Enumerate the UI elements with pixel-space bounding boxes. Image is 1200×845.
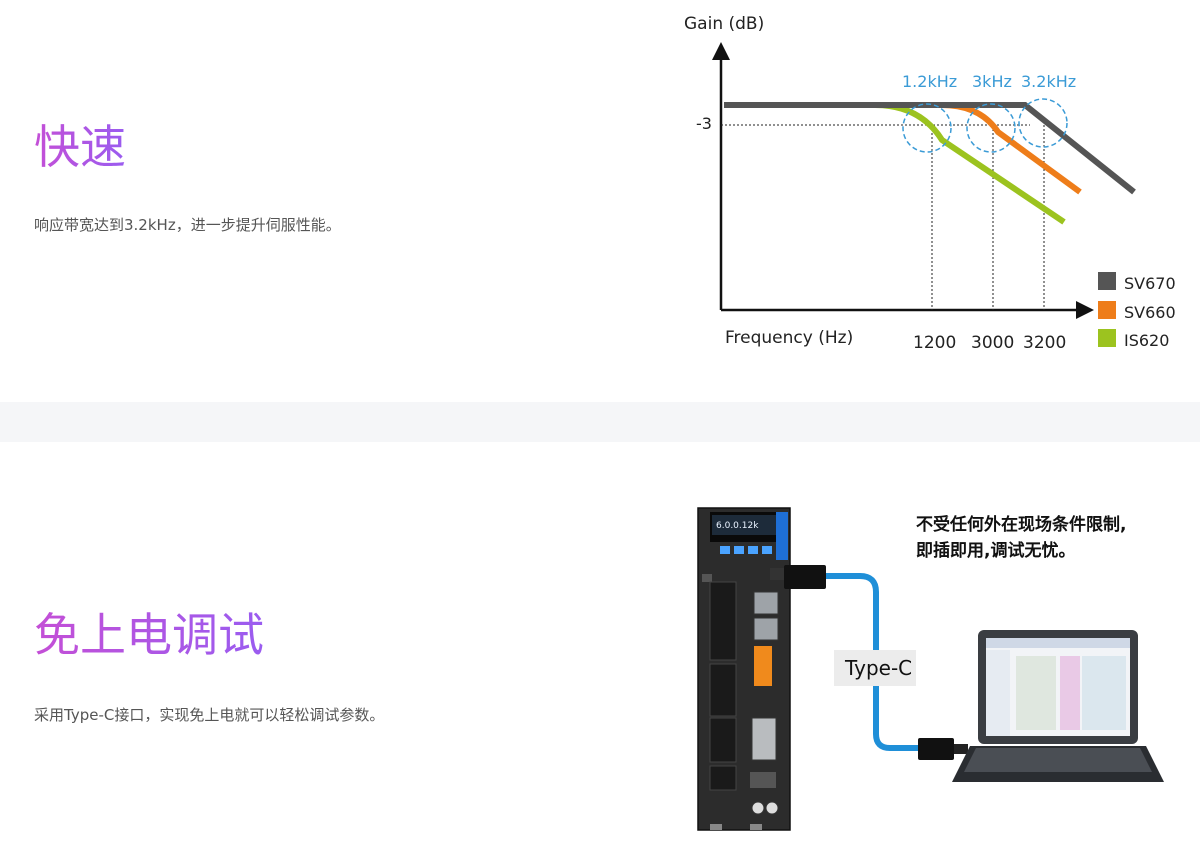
x-axis-label: Frequency (Hz) — [725, 328, 853, 348]
cutoff-circle-3200 — [1018, 98, 1068, 148]
x-tick-label: 3000 — [971, 333, 1014, 353]
typec-label: Type-C — [844, 656, 912, 680]
typec-label-box — [834, 650, 916, 686]
x-axis-arrow — [1076, 301, 1094, 319]
cutoff-circle-3000 — [966, 103, 1016, 153]
legend-label-is620: IS620 — [1124, 331, 1169, 350]
section-divider-band — [0, 402, 1200, 442]
y-axis-label: Gain (dB) — [684, 14, 764, 34]
laptop-image — [952, 630, 1164, 782]
feature-section-debug: 免上电调试 采用Type-C接口，实现免上电就可以轻松调试参数。 6.0.0.1… — [0, 442, 1200, 845]
series-sv660-line — [724, 102, 1082, 195]
legend-label-sv660: SV660 — [1124, 303, 1176, 322]
series-sv670-line — [724, 102, 1136, 195]
bandwidth-chart: Gain (dB) Frequency (Hz) -3 1.2kHz 3kHz … — [684, 14, 1176, 353]
feature-description: 响应带宽达到3.2kHz，进一步提升伺服性能。 — [34, 216, 341, 234]
typec-debug-illustration: 6.0.0.12k — [697, 507, 1164, 831]
legend-swatch-is620 — [1098, 329, 1116, 347]
illustration-caption-line2: 即插即用,调试无忧。 — [916, 540, 1075, 561]
annotation-3-2khz: 3.2kHz — [1021, 72, 1076, 91]
annotation-3khz: 3kHz — [972, 72, 1012, 91]
annotation-1-2khz: 1.2kHz — [902, 72, 957, 91]
legend-swatch-sv670 — [1098, 272, 1116, 290]
typec-plug-laptop — [918, 738, 954, 760]
feature-title: 快速 — [34, 120, 126, 174]
y-axis-arrow — [712, 42, 730, 60]
feature-description: 采用Type-C接口，实现免上电就可以轻松调试参数。 — [34, 706, 385, 724]
legend-swatch-sv660 — [1098, 301, 1116, 319]
cutoff-circle-1200 — [902, 103, 952, 153]
feature-section-speed: 快速 响应带宽达到3.2kHz，进一步提升伺服性能。 Gain (dB) Fre… — [0, 0, 1200, 402]
illustration-caption-line1: 不受任何外在现场条件限制, — [916, 514, 1126, 535]
x-tick-label: 1200 — [913, 333, 956, 353]
typec-plug-drive — [784, 565, 826, 589]
chart-legend: SV670 SV660 IS620 — [1098, 272, 1176, 350]
x-tick-label: 3200 — [1023, 333, 1066, 353]
legend-label-sv670: SV670 — [1124, 274, 1176, 293]
series-is620-line — [724, 102, 1066, 225]
drive-display-text: 6.0.0.12k — [716, 521, 759, 531]
servo-drive-image: 6.0.0.12k — [697, 507, 791, 831]
y-marker-label: -3 — [696, 114, 712, 133]
feature-title: 免上电调试 — [34, 608, 264, 662]
